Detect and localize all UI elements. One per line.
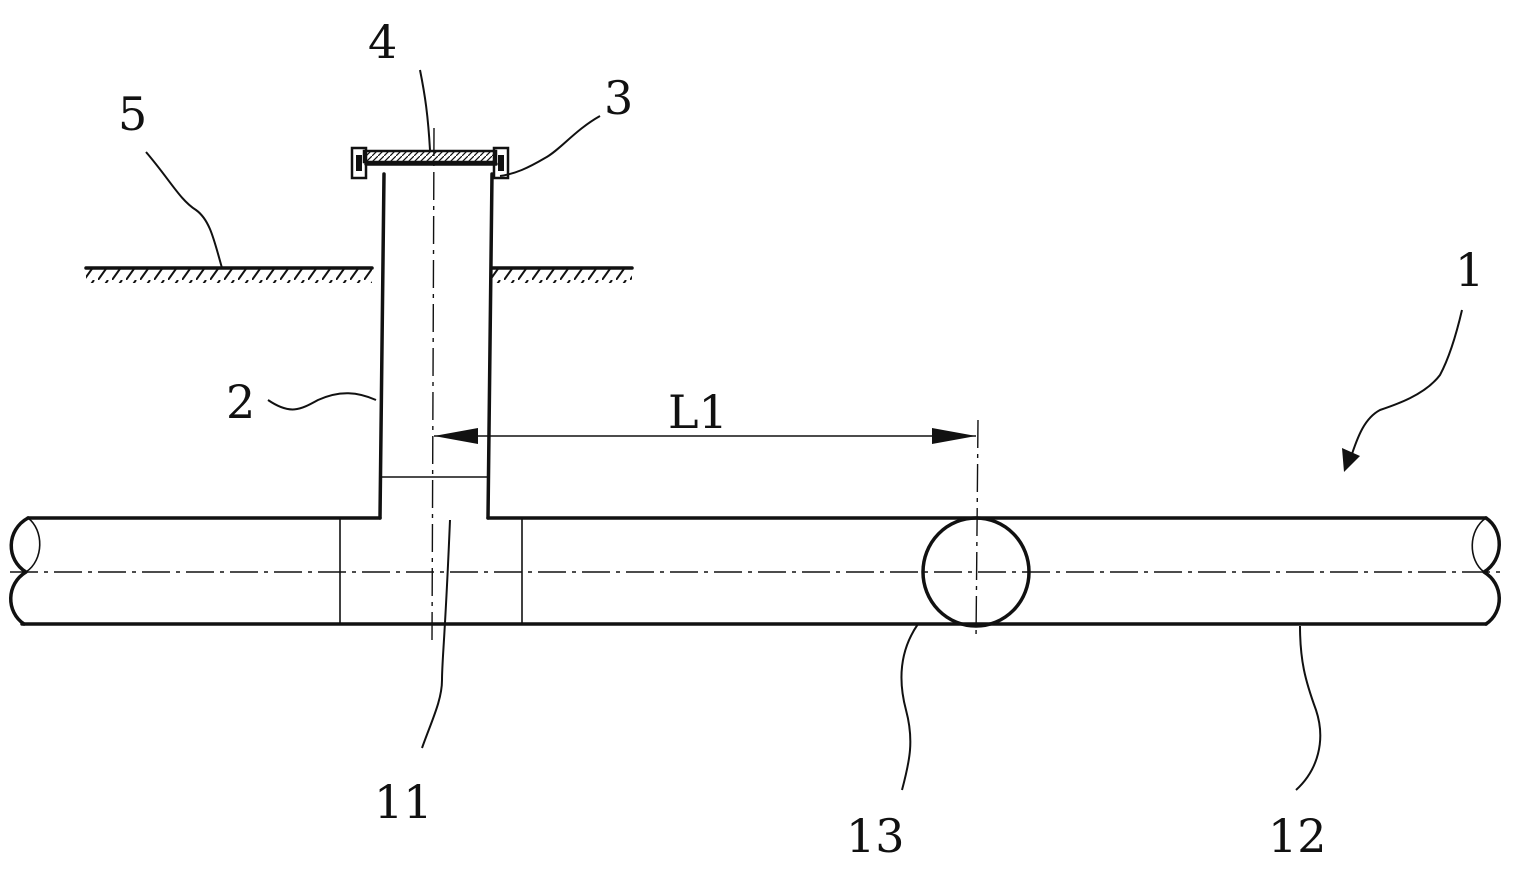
pipeline-arrowhead	[1342, 448, 1360, 472]
label-main-pipe: 12	[1268, 809, 1327, 863]
label-dimension: L1	[668, 385, 728, 439]
label-pipeline: 1	[1455, 243, 1484, 297]
ground-surface	[84, 266, 634, 283]
label-flange: 3	[604, 71, 633, 125]
dimension-l1	[434, 428, 976, 444]
label-weld-point: 13	[846, 809, 905, 863]
riser-pipe	[378, 172, 494, 520]
label-tee-branch: 11	[374, 775, 433, 829]
flange-cover	[350, 146, 510, 180]
label-ground: 5	[118, 87, 147, 141]
label-cover: 4	[368, 15, 397, 69]
leader-lines	[145, 69, 1463, 791]
main-pipe	[9, 516, 1501, 626]
centerlines	[10, 127, 1500, 641]
label-riser: 2	[226, 375, 255, 429]
